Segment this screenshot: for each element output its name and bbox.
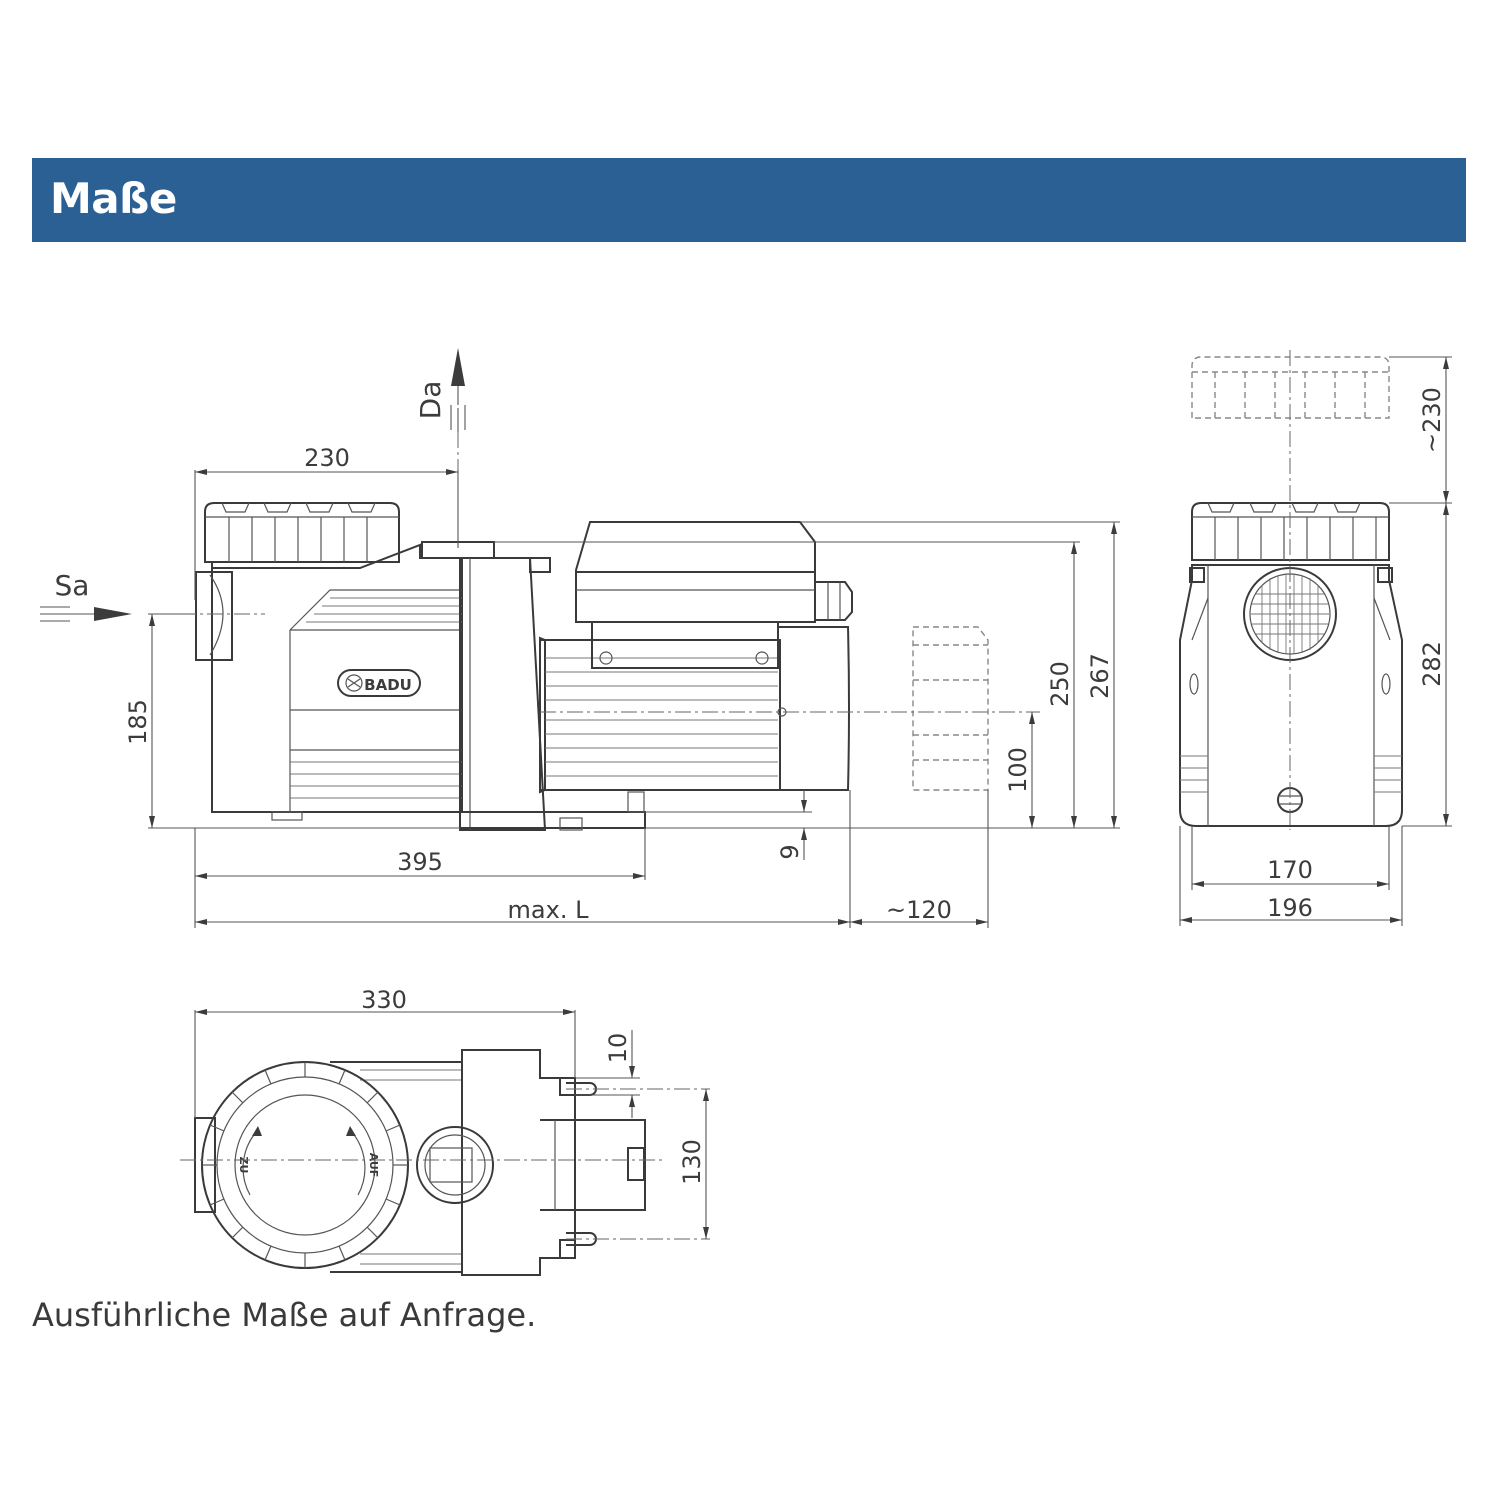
front-housing — [1179, 564, 1403, 827]
lid-removed-outline — [1191, 356, 1390, 419]
top-flange — [416, 1049, 646, 1276]
dim-front-282: 282 — [1418, 641, 1446, 687]
dim-side-max-l: max. L — [508, 896, 590, 924]
top-lid: ZU AUF — [201, 1061, 409, 1269]
brand-logo-text: BADU — [364, 676, 412, 694]
dim-side-9: 9 — [776, 844, 804, 859]
terminal-box — [575, 521, 853, 669]
arrow-up-icon — [450, 348, 466, 432]
dim-side-267: 267 — [1086, 653, 1114, 699]
strainer-lid — [204, 502, 400, 563]
pump-housing — [195, 541, 495, 821]
label-da: Da — [414, 381, 447, 420]
dim-top-130: 130 — [678, 1139, 706, 1185]
dim-side-185: 185 — [124, 699, 152, 745]
dim-side-250: 250 — [1046, 661, 1074, 707]
dim-side-100: 100 — [1004, 747, 1032, 793]
motor — [539, 626, 850, 794]
front-view: ~230 282 170 196 — [1179, 350, 1452, 926]
dim-top-10: 10 — [604, 1033, 632, 1064]
arrow-right-icon — [40, 606, 132, 622]
dim-front-196: 196 — [1267, 894, 1313, 922]
side-view: Da Sa — [40, 348, 1120, 928]
dim-side-120: ~120 — [886, 896, 952, 924]
dim-side-395: 395 — [397, 848, 443, 876]
section-header: Maße — [32, 158, 1466, 242]
section-title: Maße — [50, 174, 177, 223]
motor-flange — [459, 557, 646, 831]
footnote: Ausführliche Maße auf Anfrage. — [32, 1296, 537, 1334]
lid-text-auf: AUF — [367, 1153, 380, 1178]
label-sa: Sa — [55, 569, 90, 602]
dim-side-230: 230 — [304, 444, 350, 472]
lid-text-zu: ZU — [237, 1157, 250, 1174]
removal-space-outline — [912, 626, 989, 791]
badu-logo-icon: BADU — [337, 669, 421, 697]
top-view: ZU AUF 330 — [180, 986, 710, 1276]
dim-front-230: ~230 — [1418, 387, 1446, 453]
dim-top-330: 330 — [361, 986, 407, 1014]
dim-front-170: 170 — [1267, 856, 1313, 884]
